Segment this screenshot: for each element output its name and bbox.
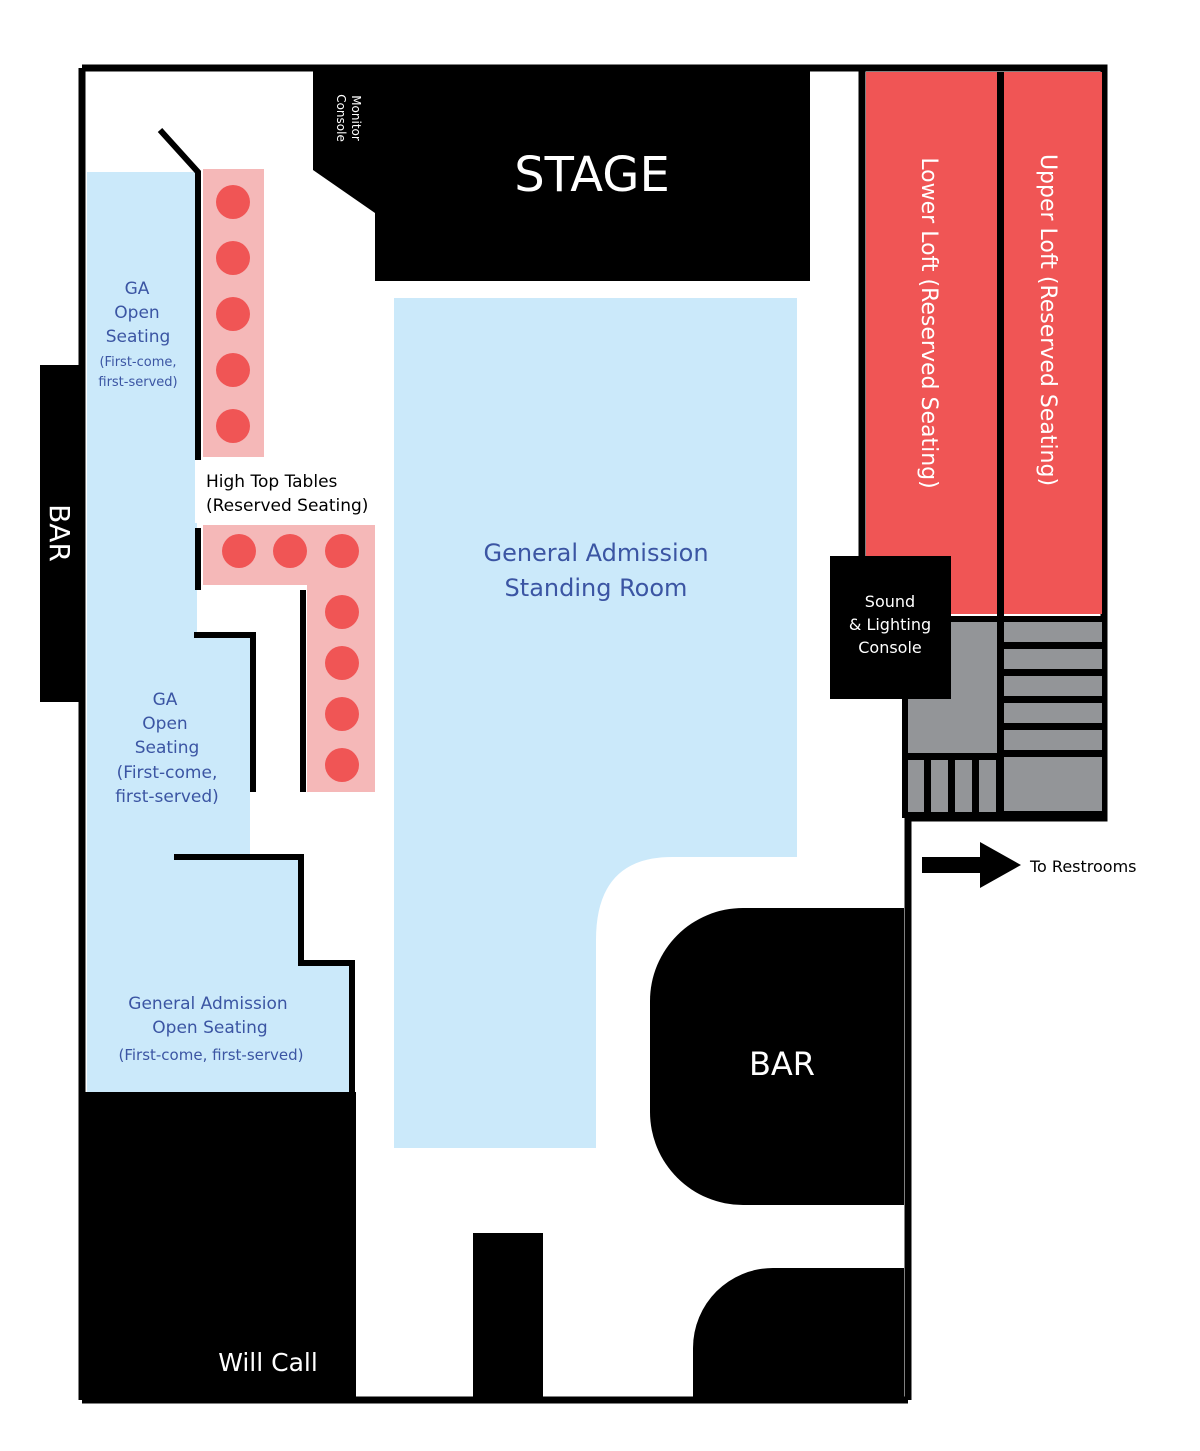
to-restrooms-label: To Restrooms [1029, 857, 1137, 876]
high-top-table [325, 595, 359, 629]
high-top-table [325, 534, 359, 568]
sound-console-label: Sound & Lighting Console [849, 592, 931, 657]
high-top-tables [216, 185, 359, 782]
stage [313, 70, 810, 281]
venue-walls [78, 64, 1108, 1404]
svg-text:Seating: Seating [135, 738, 200, 758]
ga-open-seating-bottom-label: General Admission Open Seating (First-co… [118, 994, 303, 1064]
high-top-table [325, 748, 359, 782]
high-top-table [325, 646, 359, 680]
svg-text:GA: GA [125, 279, 150, 299]
svg-text:(First-come, first-served): (First-come, first-served) [118, 1046, 303, 1064]
bar-right [650, 908, 904, 1205]
svg-text:Seating: Seating [106, 327, 171, 347]
high-top-table [216, 185, 250, 219]
svg-text:(Reserved Seating): (Reserved Seating) [206, 496, 368, 516]
svg-text:first-served): first-served) [98, 375, 177, 390]
high-top-table [216, 409, 250, 443]
svg-text:& Lighting: & Lighting [849, 615, 931, 634]
svg-text:Monitor: Monitor [349, 95, 363, 141]
entry-pillar [473, 1233, 543, 1398]
svg-text:General Admission: General Admission [483, 539, 708, 567]
svg-text:(First-come,: (First-come, [117, 763, 218, 783]
svg-text:General Admission: General Admission [128, 994, 287, 1014]
svg-text:High Top Tables: High Top Tables [206, 472, 338, 492]
corner-block [693, 1268, 904, 1398]
will-call-booth [85, 1092, 356, 1398]
svg-text:Console: Console [858, 638, 922, 657]
svg-text:Console: Console [334, 94, 348, 142]
lower-loft-section [866, 72, 997, 614]
svg-text:GA: GA [153, 690, 178, 710]
stage-label: STAGE [514, 147, 670, 203]
sound-lighting-console [830, 556, 951, 699]
loft-seating [866, 72, 1102, 818]
will-call-label: Will Call [218, 1348, 318, 1377]
upper-loft-section [1004, 72, 1102, 614]
svg-text:first-served): first-served) [115, 787, 219, 807]
ga-open-seating-middle-label: GA Open Seating (First-come, first-serve… [115, 690, 219, 807]
svg-text:Open: Open [114, 303, 159, 323]
high-top-label-box [195, 460, 373, 523]
high-top-table [216, 241, 250, 275]
arrow-right-icon [922, 842, 1021, 888]
ga-standing-room-label: General Admission Standing Room [483, 539, 708, 602]
ga-open-seating-top-label: GA Open Seating (First-come, first-serve… [98, 279, 177, 390]
ga-standing-room-zone [394, 298, 797, 1148]
bar-left [40, 365, 82, 702]
svg-text:Open Seating: Open Seating [152, 1018, 267, 1038]
bar-left-label: BAR [43, 504, 76, 562]
high-top-table [216, 297, 250, 331]
bar-right-label: BAR [749, 1045, 815, 1083]
svg-text:(First-come,: (First-come, [99, 355, 176, 370]
high-top-table [216, 353, 250, 387]
lower-loft-label: Lower Loft (Reserved Seating) [916, 157, 941, 488]
loft-divider [997, 72, 1004, 818]
high-top-table [325, 697, 359, 731]
svg-text:Standing Room: Standing Room [505, 574, 688, 602]
monitor-console-label: Monitor Console [334, 94, 363, 142]
partition-walls [157, 127, 355, 1092]
svg-text:Open: Open [142, 714, 187, 734]
high-top-tables-label: High Top Tables (Reserved Seating) [206, 472, 368, 516]
high-top-table [273, 534, 307, 568]
high-top-table [222, 534, 256, 568]
upper-loft-label: Upper Loft (Reserved Seating) [1035, 154, 1060, 486]
svg-text:Sound: Sound [865, 592, 915, 611]
